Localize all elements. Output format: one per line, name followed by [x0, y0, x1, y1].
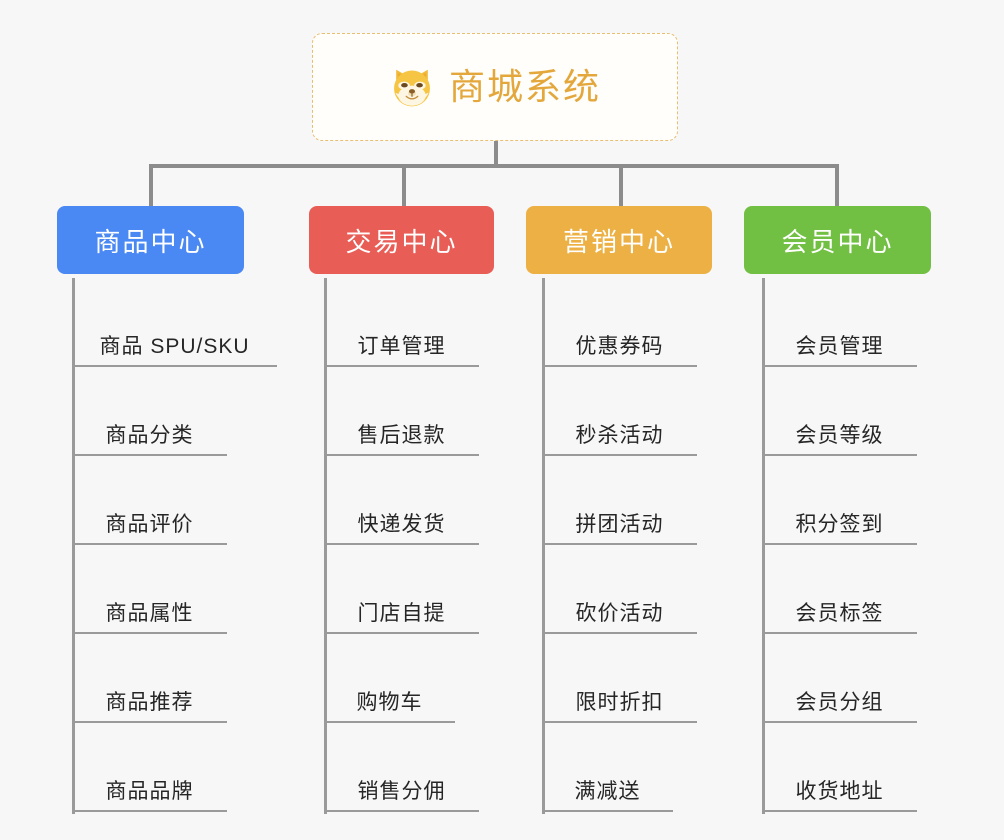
- leaf-item[interactable]: 订单管理: [324, 278, 479, 367]
- branch-header-label: 交易中心: [345, 226, 458, 257]
- leaf-item[interactable]: 商品 SPU/SKU: [72, 278, 277, 367]
- shiba-dog-icon: [394, 69, 430, 107]
- leaf-item[interactable]: 拼团活动: [542, 456, 697, 545]
- leaf-item-label: 售后退款: [357, 423, 446, 447]
- leaf-item[interactable]: 会员等级: [762, 367, 917, 456]
- leaf-item-label: 限时折扣: [575, 690, 664, 714]
- leaf-item[interactable]: 商品评价: [72, 456, 227, 545]
- leaf-item[interactable]: 商品推荐: [72, 634, 227, 723]
- leaf-item-label: 会员分组: [795, 690, 884, 714]
- leaf-item[interactable]: 积分签到: [762, 456, 917, 545]
- leaf-item[interactable]: 满减送: [542, 723, 673, 812]
- leaf-item-label: 销售分佣: [357, 779, 446, 803]
- leaf-item[interactable]: 秒杀活动: [542, 367, 697, 456]
- branch-header-label: 商品中心: [94, 226, 207, 257]
- leaf-item[interactable]: 快递发货: [324, 456, 479, 545]
- leaf-item[interactable]: 商品品牌: [72, 723, 227, 812]
- leaf-item-label: 购物车: [356, 690, 423, 714]
- leaf-item[interactable]: 会员标签: [762, 545, 917, 634]
- leaf-item-label: 满减送: [574, 779, 641, 803]
- leaf-item-label: 拼团活动: [575, 512, 664, 536]
- leaf-item[interactable]: 优惠券码: [542, 278, 697, 367]
- leaf-item-label: 订单管理: [357, 334, 446, 358]
- leaf-item-label: 快递发货: [357, 512, 446, 536]
- leaf-trunk-line: [72, 278, 75, 814]
- leaf-item-label: 积分签到: [795, 512, 884, 536]
- leaf-item[interactable]: 商品分类: [72, 367, 227, 456]
- branch-header-label: 营销中心: [562, 226, 675, 257]
- connector-drop-branch-3: [619, 164, 623, 207]
- branch-header-marketing-center[interactable]: 营销中心: [526, 206, 712, 274]
- leaf-item[interactable]: 收货地址: [762, 723, 917, 812]
- leaf-item-label: 商品评价: [105, 512, 194, 536]
- connector-horizontal-bus: [149, 164, 839, 168]
- leaf-item-label: 会员管理: [795, 334, 884, 358]
- leaf-item[interactable]: 会员管理: [762, 278, 917, 367]
- leaf-trunk-line: [762, 278, 765, 814]
- leaf-item[interactable]: 限时折扣: [542, 634, 697, 723]
- leaf-item[interactable]: 购物车: [324, 634, 455, 723]
- leaf-item-label: 收货地址: [795, 779, 884, 803]
- branch-header-trade-center[interactable]: 交易中心: [309, 206, 494, 274]
- leaf-item-label: 门店自提: [357, 601, 446, 625]
- leaf-item-label: 商品推荐: [105, 690, 194, 714]
- leaf-item-label: 秒杀活动: [575, 423, 664, 447]
- leaf-item[interactable]: 销售分佣: [324, 723, 479, 812]
- leaf-item-label: 商品属性: [105, 601, 194, 625]
- connector-drop-branch-4: [835, 164, 839, 207]
- root-node[interactable]: 商城系统: [312, 33, 678, 141]
- leaf-trunk-line: [324, 278, 327, 814]
- leaf-item-label: 优惠券码: [575, 334, 664, 358]
- connector-drop-branch-2: [402, 164, 406, 207]
- leaf-item[interactable]: 砍价活动: [542, 545, 697, 634]
- leaf-item[interactable]: 商品属性: [72, 545, 227, 634]
- leaf-item[interactable]: 门店自提: [324, 545, 479, 634]
- leaf-item-label: 商品 SPU/SKU: [99, 334, 250, 358]
- connector-drop-branch-1: [149, 164, 153, 207]
- leaf-item-label: 会员等级: [795, 423, 884, 447]
- leaf-item-label: 砍价活动: [575, 601, 664, 625]
- root-title: 商城系统: [448, 66, 601, 107]
- branch-header-product-center[interactable]: 商品中心: [57, 206, 244, 274]
- leaf-item[interactable]: 售后退款: [324, 367, 479, 456]
- branch-header-member-center[interactable]: 会员中心: [744, 206, 931, 274]
- leaf-item-label: 商品分类: [105, 423, 194, 447]
- leaf-item[interactable]: 会员分组: [762, 634, 917, 723]
- leaf-item-label: 商品品牌: [105, 779, 194, 803]
- connector-root-stem: [494, 141, 498, 166]
- branch-header-label: 会员中心: [781, 226, 894, 257]
- leaf-trunk-line: [542, 278, 545, 814]
- leaf-item-label: 会员标签: [795, 601, 884, 625]
